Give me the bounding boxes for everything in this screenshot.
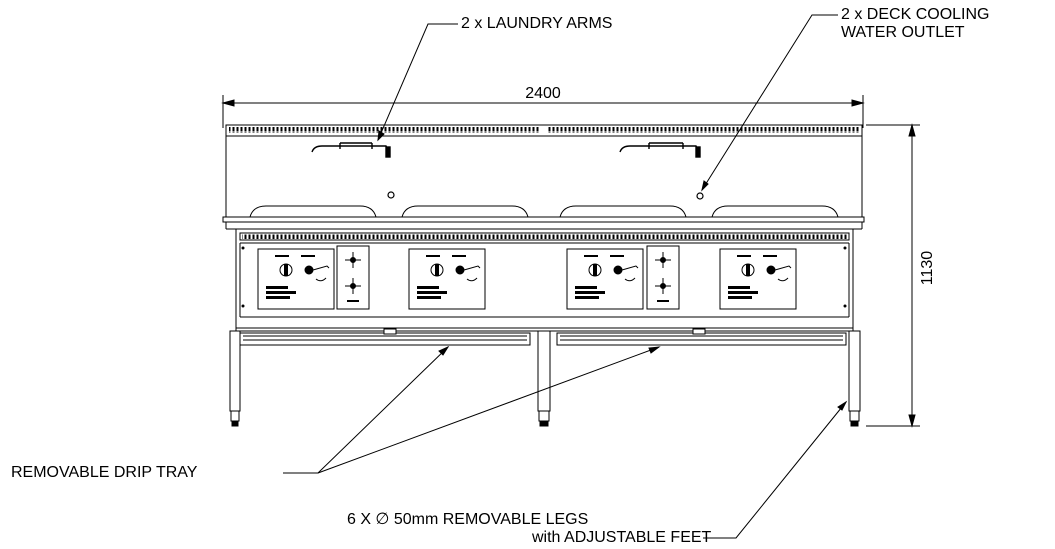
deck-rim (222, 216, 865, 230)
wok-bowls (249, 205, 839, 218)
leader-lines (283, 14, 848, 539)
laundry-arm-right (619, 142, 701, 158)
upper-body (225, 136, 863, 217)
legs-label-line2: with ADJUSTABLE FEET (532, 529, 712, 546)
drip-tray-right (556, 328, 847, 346)
laundry-arm-left (311, 142, 391, 158)
panel-2-controls (417, 255, 481, 299)
height-dimension (866, 123, 920, 428)
legs-label-line1: 6 X ∅ 50mm REMOVABLE LEGS (347, 511, 589, 528)
legs (229, 330, 861, 427)
tap-group-left (345, 252, 361, 302)
tap-group-right (655, 252, 671, 302)
panel-3-controls (575, 255, 639, 299)
panel-1-controls (266, 255, 330, 299)
panel-controls (266, 252, 792, 302)
water-outlet-left (387, 191, 395, 199)
drip-tray-label: REMOVABLE DRIP TRAY (11, 464, 198, 481)
panel-4-controls (728, 255, 792, 299)
deck-cooling-label-line2: WATER OUTLET (841, 24, 965, 41)
laundry-arms-label: 2 x LAUNDRY ARMS (461, 15, 613, 32)
width-dimension-label: 2400 (525, 85, 561, 102)
deck-cooling-label-line1: 2 x DECK COOLING (841, 6, 990, 23)
water-outlet-right (696, 192, 704, 200)
height-dimension-label: 1130 (919, 251, 936, 286)
control-panels (257, 245, 797, 310)
top-rail (225, 124, 863, 137)
